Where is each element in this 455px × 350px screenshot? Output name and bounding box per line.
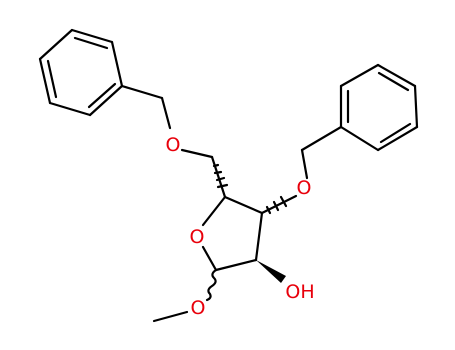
- bond: [70, 28, 114, 44]
- bond: [48, 101, 92, 117]
- bond: [180, 148, 214, 159]
- methoxy-oxygen-label: O: [191, 297, 206, 319]
- bond: [110, 40, 124, 88]
- furanose-ring: [201, 195, 264, 272]
- bond: [254, 211, 264, 262]
- bond: [339, 63, 380, 88]
- bond: [201, 245, 218, 272]
- hash-mark: [212, 163, 220, 168]
- hashed-wedge-bond-c3: [260, 194, 298, 215]
- bond: [210, 155, 227, 199]
- bond: [339, 125, 380, 152]
- hash-mark: [265, 205, 272, 215]
- bond: [38, 57, 52, 105]
- bond: [152, 310, 189, 323]
- hash-mark: [216, 183, 229, 189]
- primary-ether-oxygen-label: O: [166, 134, 181, 156]
- bold-wedge-bond-c2: [256, 260, 286, 283]
- right-benzene-ring: [339, 63, 419, 152]
- secondary-ether-oxygen-label: O: [297, 177, 312, 199]
- hash-mark: [272, 200, 280, 212]
- bond: [376, 125, 419, 152]
- bond: [413, 84, 419, 129]
- left-benzene-ring: [38, 28, 124, 117]
- double-bond: [379, 122, 412, 144]
- wavy-bond-c1: [205, 268, 218, 302]
- bond: [300, 148, 309, 180]
- bond: [214, 258, 258, 272]
- hashed-wedge-bond-c4: [210, 155, 229, 199]
- double-bond: [87, 82, 117, 109]
- ring-oxygen-label: O: [190, 226, 205, 248]
- bond: [88, 84, 124, 117]
- hash-mark: [215, 176, 226, 182]
- bond: [223, 195, 264, 215]
- double-bond: [46, 59, 58, 99]
- bond: [376, 63, 417, 88]
- bond: [120, 84, 164, 100]
- hydroxyl-label: OH: [285, 281, 314, 303]
- hash-mark: [213, 170, 223, 175]
- hash-mark: [279, 195, 288, 208]
- double-bond: [377, 71, 410, 92]
- double-bond: [73, 36, 109, 50]
- bond: [300, 125, 343, 152]
- bond: [201, 195, 227, 227]
- bond: [38, 28, 74, 61]
- bond: [160, 96, 172, 130]
